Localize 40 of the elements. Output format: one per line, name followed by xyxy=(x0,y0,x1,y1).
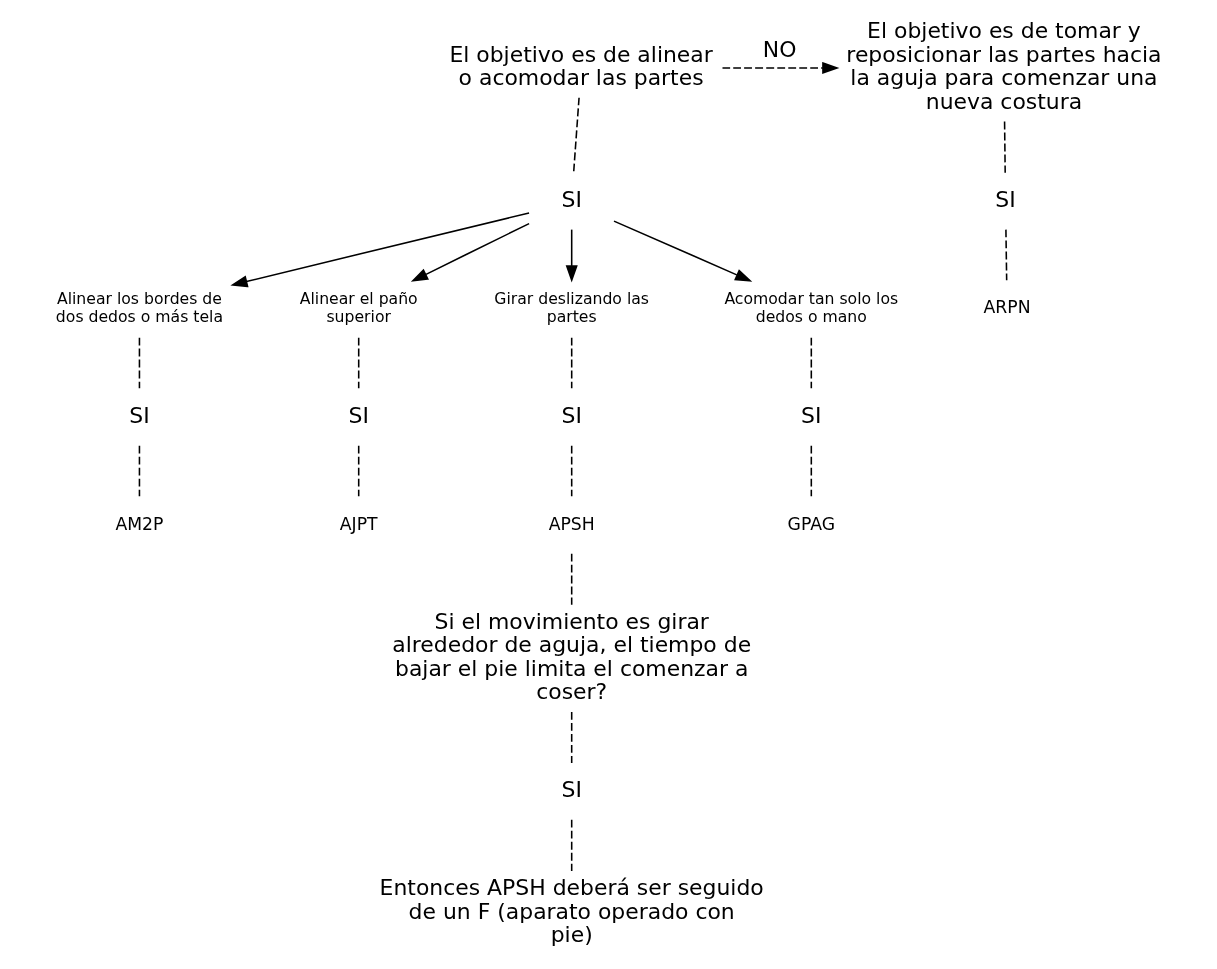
node-text: Alinear el paño superior xyxy=(299,289,418,326)
node-text: SI xyxy=(561,777,582,803)
node-text: APSH xyxy=(548,513,595,534)
node-text: SI xyxy=(801,402,822,428)
node-text: Si el movimiento es girar alrededor de aguja, el tiempo de bajar el pie limita el comenzar a coser? xyxy=(392,608,752,705)
connector xyxy=(1003,120,1006,174)
node-text: Girar deslizando las partes xyxy=(494,289,650,326)
connector xyxy=(138,336,141,390)
arrow xyxy=(410,222,530,282)
node-text: Acomodar tan solo los dedos o mano xyxy=(724,289,899,326)
arrow xyxy=(721,61,840,74)
connector xyxy=(572,96,580,174)
connector xyxy=(1005,228,1008,281)
arrow xyxy=(565,228,578,283)
connector xyxy=(810,336,813,390)
node-text: El objetivo es de alinear o acomodar las partes xyxy=(449,41,713,91)
connector xyxy=(570,819,573,872)
node-text: Entonces APSH deberá ser seguido de un F (aparato operado con pie) xyxy=(379,875,764,948)
connector xyxy=(810,444,813,498)
connector xyxy=(138,444,141,498)
node-text: El objetivo es de tomar y reposicionar las partes hacia la aguja para comenzar una nueva costura xyxy=(846,18,1162,114)
node-text: SI xyxy=(995,186,1016,212)
connector xyxy=(570,336,573,390)
connector xyxy=(570,444,573,498)
node-text: AJPT xyxy=(339,513,378,534)
node-text: SI xyxy=(348,402,369,428)
node-text: Alinear los bordes de dos dedos o más tela xyxy=(55,289,224,326)
connector xyxy=(570,711,573,764)
node-text: SI xyxy=(561,186,582,212)
arrow xyxy=(613,220,753,282)
node-text: GPAG xyxy=(787,513,836,534)
node-text: SI xyxy=(129,402,150,428)
node-text: SI xyxy=(561,402,582,428)
connector xyxy=(357,444,360,498)
node-text: AM2P xyxy=(115,513,164,534)
node-text: ARPN xyxy=(983,297,1031,318)
arrow xyxy=(230,212,530,288)
edge-label: NO xyxy=(762,37,797,63)
connector xyxy=(357,336,360,390)
connector xyxy=(570,552,573,606)
